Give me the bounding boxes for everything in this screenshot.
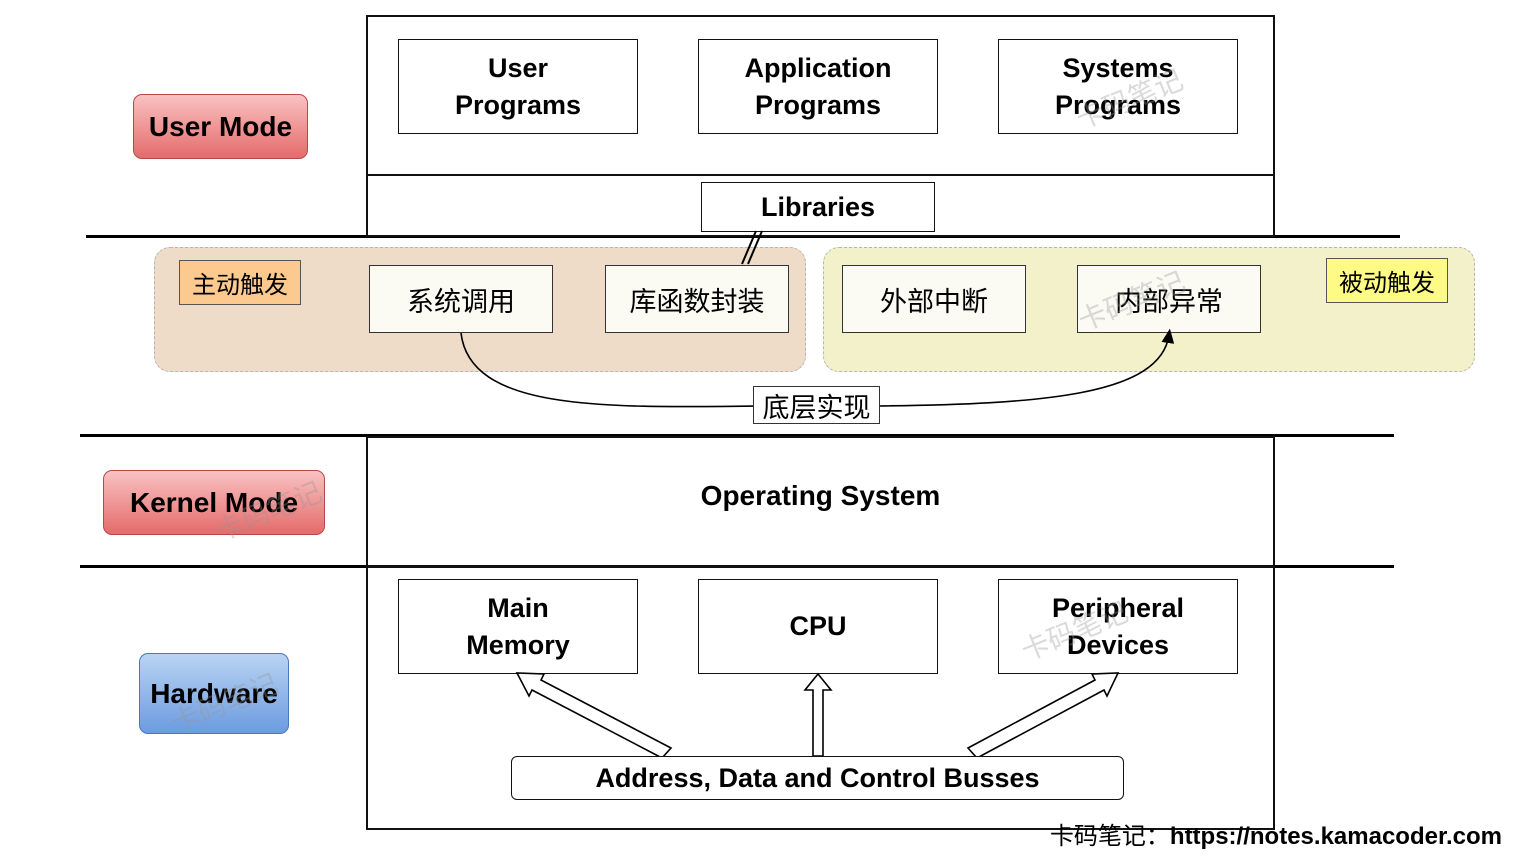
user-layer-divider (366, 174, 1275, 176)
bus-to-cpu-arrow (803, 672, 833, 757)
implementation-label: 底层实现 (753, 386, 880, 424)
user-programs-box: User Programs (398, 39, 638, 134)
user-mode-label: User Mode (133, 94, 308, 159)
footer-credit: 卡码笔记：https://notes.kamacoder.com (1050, 816, 1502, 851)
passive-trigger-tag: 被动触发 (1326, 258, 1448, 303)
kernel-mode-label: Kernel Mode (103, 470, 325, 535)
active-trigger-tag: 主动触发 (179, 260, 301, 305)
cpu-box: CPU (698, 579, 938, 674)
separator-middle-kernel (80, 434, 1394, 437)
footer-prefix: 卡码笔记： (1049, 822, 1170, 850)
internal-exception-box: 内部异常 (1077, 265, 1261, 333)
library-wrapper-box: 库函数封装 (605, 265, 789, 333)
libraries-box: Libraries (701, 182, 935, 232)
implementation-curve-arrow (877, 328, 1175, 407)
peripheral-devices-box: Peripheral Devices (998, 579, 1238, 674)
libraries-link-line-1 (741, 230, 757, 265)
systems-programs-box: Systems Programs (998, 39, 1238, 134)
system-call-box: 系统调用 (369, 265, 553, 333)
hardware-label: Hardware (139, 653, 289, 734)
libraries-link-line-2 (747, 230, 763, 265)
bus-to-peripheral-arrow (966, 672, 1120, 760)
implementation-curve (460, 332, 757, 408)
application-programs-box: Application Programs (698, 39, 938, 134)
bus-to-memory-arrow (515, 672, 673, 759)
external-interrupt-box: 外部中断 (842, 265, 1026, 333)
operating-system-label: Operating System (700, 480, 941, 511)
bus-box: Address, Data and Control Busses (511, 756, 1124, 800)
main-memory-box: Main Memory (398, 579, 638, 674)
footer-url[interactable]: https://notes.kamacoder.com (1169, 823, 1502, 850)
